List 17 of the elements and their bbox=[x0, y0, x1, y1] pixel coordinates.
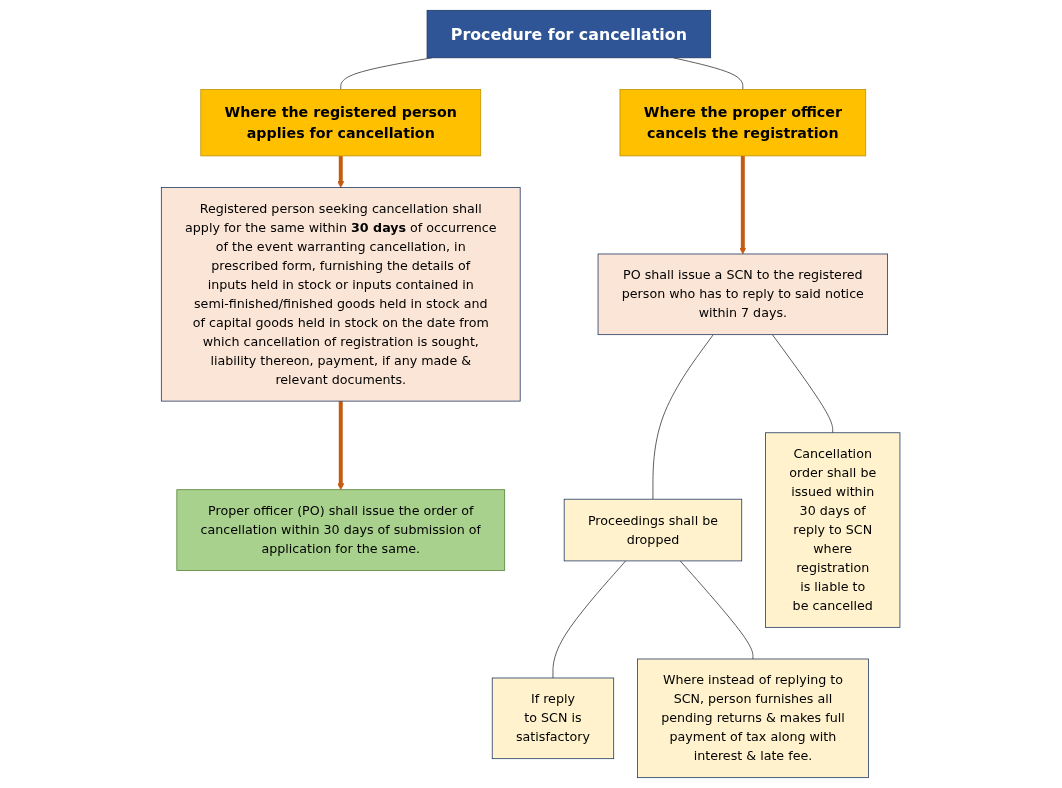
node-box: If reply to SCN is satisfactory bbox=[492, 677, 615, 760]
node-box: Procedure for cancellation bbox=[427, 9, 712, 59]
node-box: PO shall issue a SCN to the registered person who has to reply to said notice within 7 days. bbox=[598, 253, 889, 336]
node-box: Where the registered person applies for cancellation bbox=[200, 89, 482, 157]
arrow bbox=[337, 401, 345, 491]
node-box: Proper officer (PO) shall issue the order of cancellation within 30 days of submission of application for the same. bbox=[176, 489, 506, 571]
connector bbox=[680, 560, 754, 660]
node-box: Where the proper officer cancels the registration bbox=[619, 89, 867, 157]
arrow bbox=[739, 155, 747, 255]
arrow bbox=[337, 155, 345, 188]
connector bbox=[552, 560, 627, 679]
connector bbox=[652, 334, 714, 500]
node-box: Registered person seeking cancellation shall apply for the same within 30 days of occurrence of the event warranting cancellation, in prescribed form, furnishing the details of inputs held in stock or inputs contained in semi-finished/finished goods held in stock and of capital goods held in stock on the date from which cancellation of registration is sought, liability thereon, payment, if any made & relevant documents. bbox=[161, 187, 521, 402]
node-box: Where instead of replying to SCN, person furnishes all pending returns & makes full payment of tax along with interest & late fee. bbox=[637, 658, 870, 779]
node-box: Cancellation order shall be issued within 30 days of reply to SCN where registration is liable to be cancelled bbox=[765, 432, 901, 628]
node-box: Proceedings shall be dropped bbox=[564, 498, 743, 562]
connector bbox=[772, 334, 834, 434]
